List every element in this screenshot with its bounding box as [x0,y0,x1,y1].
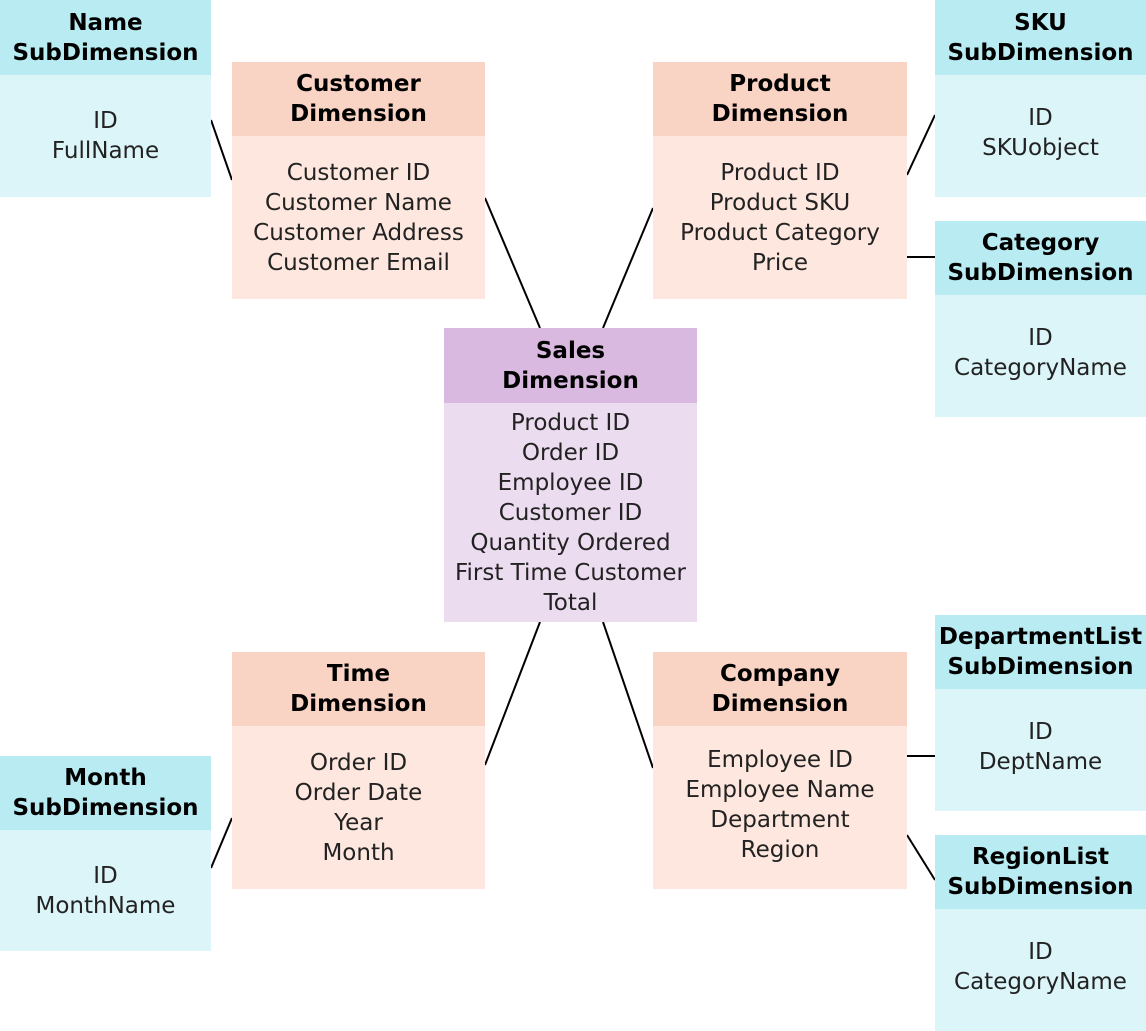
connector-customer-sales [484,197,541,329]
field: Year [334,810,383,836]
connector-sales-time [484,621,541,766]
connector-product-sales [602,207,654,329]
connector-company-regionlist [906,834,936,881]
field: Customer ID [498,500,643,526]
connector-name-customer [210,119,233,181]
field: MonthName [35,893,176,919]
box-fields: Product ID Product SKU Product Category … [653,136,907,299]
field: Month [322,840,395,866]
field: DeptName [978,749,1103,775]
field: Order Date [294,780,423,806]
box-fields: Customer ID Customer Name Customer Addre… [232,136,485,299]
field: ID [93,108,118,134]
field: Customer Address [253,220,464,246]
field: FullName [51,138,160,164]
box-fields: ID FullName [0,75,211,197]
box-fields: ID CategoryName [935,295,1146,417]
field: ID [1028,939,1053,965]
connector-sales-company [602,621,654,769]
field: CategoryName [954,969,1127,995]
box-fields: ID SKUobject [935,75,1146,197]
field: Quantity Ordered [470,530,671,556]
field: Employee ID [707,747,853,773]
field: Order ID [309,750,408,776]
field: ID [1028,105,1053,131]
field: SKUobject [982,135,1099,161]
field: Total [543,590,598,616]
field: Product ID [510,410,631,436]
field: Employee Name [685,777,875,803]
box-fields: ID CategoryName [935,909,1146,1031]
field: First Time Customer [454,560,687,586]
field: CategoryName [954,355,1127,381]
field: Order ID [521,440,620,466]
field: Department [710,807,850,833]
field: Customer Email [267,250,450,276]
field: Product SKU [709,190,851,216]
box-fields: Employee ID Employee Name Department Reg… [653,726,907,889]
field: ID [1028,719,1053,745]
field: Customer ID [286,160,431,186]
field: Price [751,250,809,276]
connector-time-month [210,817,233,869]
field: Employee ID [497,470,644,496]
field: Region [740,837,820,863]
box-fields: Product ID Order ID Employee ID Customer… [444,403,697,622]
box-fields: ID MonthName [0,830,211,951]
field: Product Category [680,220,880,246]
box-fields: Order ID Order Date Year Month [232,726,485,889]
field: Product ID [720,160,840,186]
field: ID [1028,325,1053,351]
box-fields: ID DeptName [935,689,1146,811]
field: Customer Name [265,190,452,216]
field: ID [93,863,118,889]
connector-product-sku [906,114,936,176]
